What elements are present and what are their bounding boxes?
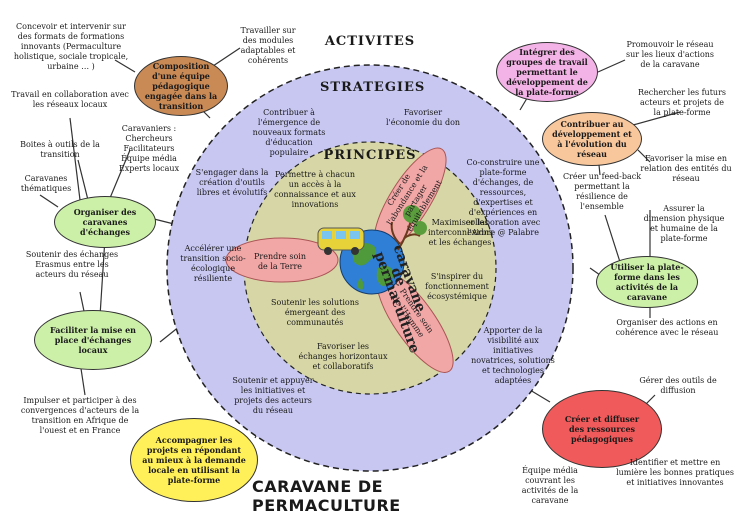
activity-impulser: Impulser et participer à des convergence… [20,396,140,435]
principe-favoriser-horizontaux: Favoriser les échanges horizontaux et co… [298,342,388,371]
activity-rechercher: Rechercher les futurs acteurs et projets… [637,88,727,117]
activity-concevoir: Concevoir et intervenir sur des formats … [13,22,129,71]
activity-soutenir-echanges: Soutenir des échanges Erasmus entre les … [25,250,119,279]
strategy-contribuer-emergence: Contribuer à l'émergence de nouveaux for… [252,108,326,157]
node-utiliser-label: Utiliser la plate-forme dans les activit… [610,262,684,302]
activity-favoriser-mise: Favoriser la mise en relation des entité… [640,154,732,183]
activity-boites: Boites à outils de la transition [20,140,100,159]
node-faciliter-label: Faciliter la mise en place d'échanges lo… [50,325,136,355]
activity-travailler-modules: Travailler sur des modules adaptables et… [240,26,296,65]
node-faciliter: Faciliter la mise en place d'échanges lo… [34,310,152,370]
principe-permettre: Permettre à chacun un accès à la connais… [274,170,356,209]
node-accompagner-label: Accompagner les projets en répondant au … [142,435,246,485]
heading-strategies: STRATEGIES [320,80,426,95]
node-integrer: Intégrer des groupes de travail permetta… [496,42,598,102]
activity-equipe-media: Équipe média couvrant les activités de l… [521,466,579,505]
activity-assurer: Assurer la dimension physique et humaine… [643,204,725,243]
link-promouvoir [597,59,626,73]
node-organiser: Organiser des caravanes d'échanges [54,196,156,248]
activity-promouvoir: Promouvoir le réseau sur les lieux d'act… [625,40,715,69]
link-feedback-utiliser [604,214,621,263]
link-creer [529,389,551,403]
node-accompagner: Accompagner les projets en répondant au … [130,418,258,502]
activity-organiser-actions: Organiser des actions en cohérence avec … [615,318,719,337]
node-organiser-label: Organiser des caravanes d'échanges [73,207,137,237]
principe-prendre-terre: Prendre soin de la Terre [254,252,306,271]
strategy-accelerer: Accélérer une transition socio-écologiqu… [180,244,246,283]
node-integrer-label: Intégrer des groupes de travail permetta… [506,47,588,97]
strategy-coconstruire: Co-construire une plate-forme d'échanges… [465,158,541,237]
strategy-maximiser: Maximiser les interconnexions et les éch… [428,218,493,247]
link-concevoir [114,59,136,73]
node-contribuer: Contribuer au développement et à l'évolu… [542,112,642,166]
node-creer-label: Créer et diffuser des ressources pédagog… [564,414,640,444]
link-organiser-faciliter [99,237,106,317]
strategy-favoriser-don: Favoriser l'économie du don [385,108,461,127]
petal-prendre-terre [225,237,339,283]
principe-soutenir-solutions: Soutenir les solutions émergeant des com… [271,298,359,327]
node-composition: Composition d'une équipe pédagogique eng… [134,56,228,116]
strategy-soutenir-appuyer: Soutenir et appuyer les initiatives et p… [232,376,314,415]
activity-caravanes-thematiques: Caravanes thématiques [20,174,72,193]
strategy-apporter: Apporter de la visibilité aux initiative… [471,326,555,385]
heading-activites: ACTIVITES [324,34,416,49]
link-caravaniers [109,149,131,199]
link-travail-collab [69,117,81,201]
strategy-engager: S'engager dans la création d'outils libr… [195,168,269,197]
activity-gerer: Gérer des outils de diffusion [639,376,717,395]
activity-identifier: Identifier et mettre en lumière les bonn… [616,458,734,487]
node-utiliser: Utiliser la plate-forme dans les activit… [596,256,698,308]
link-boites [77,159,89,201]
diagram-title: CARAVANE DE PERMACULTURE [252,477,401,515]
activity-travail-collab: Travail en collaboration avec les réseau… [11,90,129,109]
node-contribuer-label: Contribuer au développement et à l'évolu… [552,119,632,159]
node-composition-label: Composition d'une équipe pédagogique eng… [144,61,218,111]
activity-caravaniers: Caravaniers : Chercheurs Facilitateurs É… [118,124,180,173]
logo-globe [317,205,427,295]
heading-principes: PRINCIPES [323,148,417,163]
strategy-inspirer: S'inspirer du fonctionnement écosystémiq… [425,272,489,301]
link-favoriser-mise [637,149,651,163]
node-creer: Créer et diffuser des ressources pédagog… [542,390,662,468]
activity-creer-feedback: Créer un feed-back permettant la résilie… [562,172,642,211]
link-thematiques [39,194,59,208]
